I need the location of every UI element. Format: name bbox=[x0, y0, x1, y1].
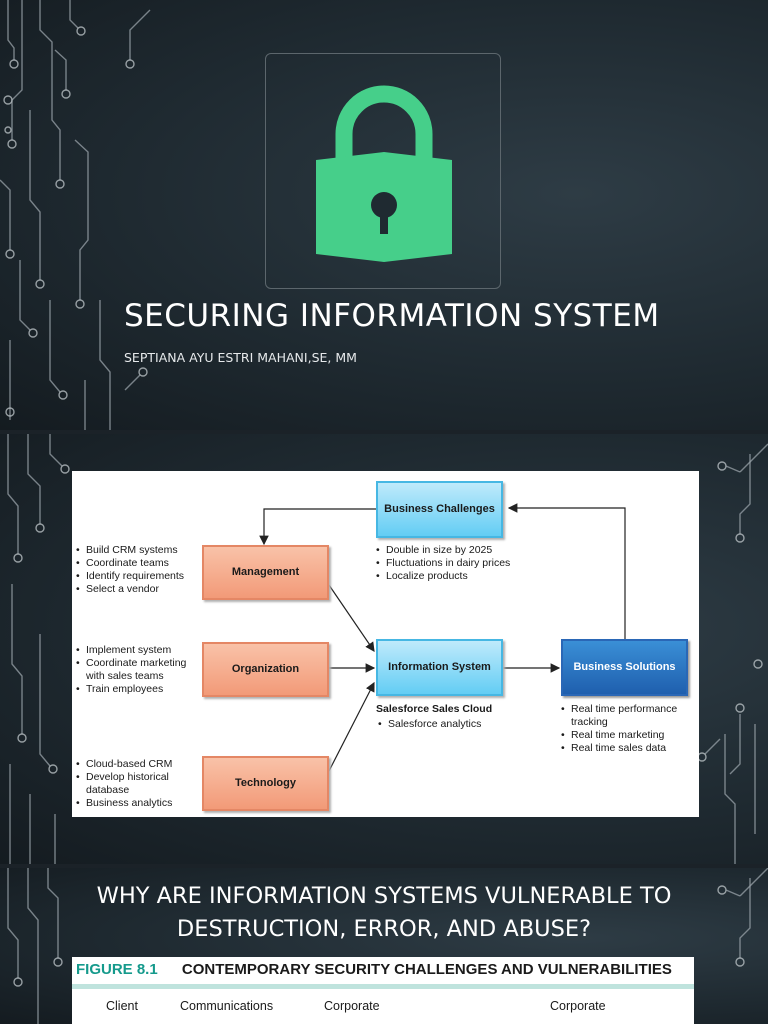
slide-title: WHY ARE INFORMATION SYSTEMS VULNERABLE T… bbox=[96, 883, 672, 942]
figure-column-label: Communications bbox=[180, 999, 274, 1013]
is-list: Salesforce analytics bbox=[378, 718, 481, 731]
figure-title: CONTEMPORARY SECURITY CHALLENGES AND VUL… bbox=[181, 961, 672, 978]
list-item: Select a vendor bbox=[76, 583, 200, 596]
list-item: Fluctuations in dairy prices bbox=[376, 557, 510, 570]
management-box: Management bbox=[202, 545, 329, 600]
figure-divider bbox=[72, 984, 694, 989]
list-item: Real time sales data bbox=[561, 742, 697, 755]
list-item: Salesforce analytics bbox=[378, 718, 481, 731]
figure-column-label: Corporate bbox=[324, 999, 380, 1013]
list-item: Real time performance tracking bbox=[561, 703, 697, 729]
figure-column-label: Corporate bbox=[550, 999, 606, 1013]
list-item: Identify requirements bbox=[76, 570, 200, 583]
figure-number: FIGURE 8.1 bbox=[76, 961, 158, 978]
technology-list: Cloud-based CRM Develop historical datab… bbox=[76, 758, 196, 810]
list-item: Develop historical database bbox=[76, 771, 196, 797]
information-system-box: Information System bbox=[376, 639, 503, 696]
business-solutions-box: Business Solutions bbox=[561, 639, 688, 696]
figure-panel: FIGURE 8.1 CONTEMPORARY SECURITY CHALLEN… bbox=[72, 957, 694, 1024]
organization-list: Implement system Coordinate marketing wi… bbox=[76, 644, 200, 696]
management-list: Build CRM systems Coordinate teams Ident… bbox=[76, 544, 200, 596]
list-item: Train employees bbox=[76, 683, 200, 696]
list-item: Double in size by 2025 bbox=[376, 544, 510, 557]
list-item: Cloud-based CRM bbox=[76, 758, 196, 771]
title-slide[interactable]: SECURING INFORMATION SYSTEM SEPTIANA AYU… bbox=[0, 0, 768, 430]
list-item: Localize products bbox=[376, 570, 510, 583]
figure-header: FIGURE 8.1 CONTEMPORARY SECURITY CHALLEN… bbox=[76, 961, 672, 978]
technology-box: Technology bbox=[202, 756, 329, 811]
list-item: Build CRM systems bbox=[76, 544, 200, 557]
figure-column-label: Client bbox=[106, 999, 138, 1013]
business-challenges-box: Business Challenges bbox=[376, 481, 503, 538]
list-item: Coordinate marketing with sales teams bbox=[76, 657, 200, 683]
slide-title: SECURING INFORMATION SYSTEM bbox=[124, 298, 660, 334]
list-item: Implement system bbox=[76, 644, 200, 657]
organization-box: Organization bbox=[202, 642, 329, 697]
challenges-list: Double in size by 2025 Fluctuations in d… bbox=[376, 544, 510, 583]
diagram-connectors bbox=[259, 503, 626, 772]
padlock-icon bbox=[316, 85, 452, 262]
icon-frame bbox=[265, 53, 501, 289]
vulnerabilities-slide[interactable]: WHY ARE INFORMATION SYSTEMS VULNERABLE T… bbox=[0, 868, 768, 1024]
author-subtitle: SEPTIANA AYU ESTRI MAHANI,SE, MM bbox=[124, 350, 357, 365]
crm-case-diagram: Business Challenges Double in size by 20… bbox=[72, 471, 699, 817]
diagram-slide[interactable]: Business Challenges Double in size by 20… bbox=[0, 434, 768, 864]
list-item: Real time marketing bbox=[561, 729, 697, 742]
solutions-list: Real time performance tracking Real time… bbox=[561, 703, 697, 755]
list-item: Business analytics bbox=[76, 797, 196, 810]
list-item: Coordinate teams bbox=[76, 557, 200, 570]
is-product-label: Salesforce Sales Cloud bbox=[376, 703, 493, 715]
